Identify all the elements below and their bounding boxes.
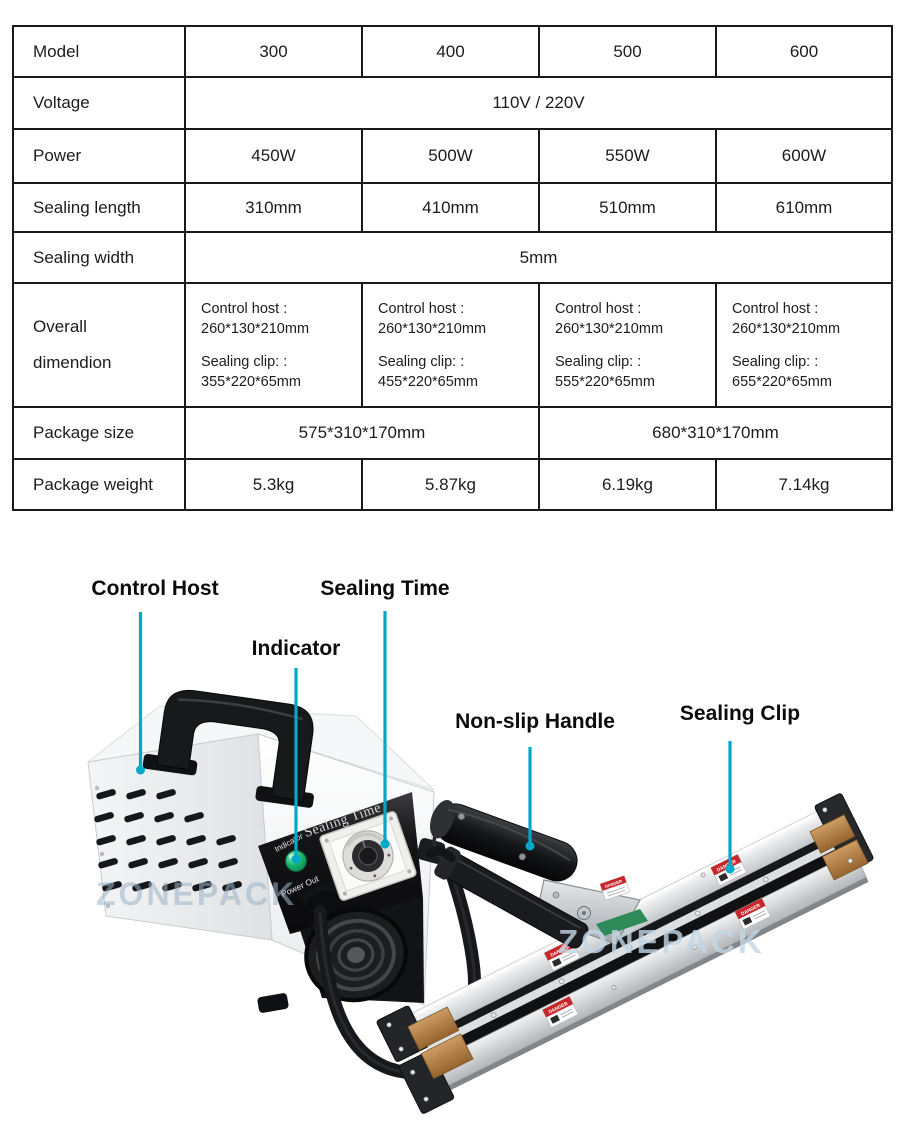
leader-dot <box>291 854 301 864</box>
non-slip-grip <box>429 799 578 882</box>
host-label: Control host : <box>201 300 288 317</box>
table-row-power: Power 450W 500W 550W 600W <box>12 128 893 184</box>
leader-dot <box>525 841 535 851</box>
bar-screws <box>386 807 853 1102</box>
package-weight-value: 5.3kg <box>184 458 363 511</box>
box-foot <box>257 993 289 1013</box>
row-label: Power <box>12 128 186 184</box>
row-label: Voltage <box>12 76 186 130</box>
sealing-length-value: 410mm <box>361 182 540 233</box>
row-label: Package size <box>12 406 186 460</box>
screw-icon <box>105 903 111 909</box>
clip-value: 555*220*65mm <box>555 373 655 390</box>
vent-slots <box>94 789 242 892</box>
screw-icon <box>94 785 100 791</box>
row-label: Sealing width <box>12 231 186 284</box>
package-size-value: 680*310*170mm <box>538 406 893 460</box>
handle-cable <box>425 846 456 863</box>
bracket-screw <box>552 891 560 899</box>
package-size-value: 575*310*170mm <box>184 406 540 460</box>
callout-indicator: Indicator <box>251 637 341 660</box>
table-row-package-weight: Package weight 5.3kg 5.87kg 6.19kg 7.14k… <box>12 458 893 511</box>
sealing-time-dial <box>319 811 417 901</box>
clip-value: 455*220*65mm <box>378 373 478 390</box>
table-row-overall-dimension: Overall dimendion Control host : 260*130*… <box>12 282 893 408</box>
danger-sticker: DANGER <box>541 995 579 1029</box>
callout-non-slip-handle: Non-slip Handle <box>455 710 615 733</box>
watermark-text: ZONEPACK <box>558 923 765 960</box>
package-weight-value: 6.19kg <box>538 458 717 511</box>
table-row-package-size: Package size 575*310*170mm 680*310*170mm <box>12 406 893 460</box>
screw-icon <box>99 851 105 857</box>
clip-label: Sealing clip: : <box>732 353 819 370</box>
sealing-clip-assembly: DANGER DANGER DANGER <box>376 793 874 1114</box>
voltage-value: 110V / 220V <box>184 76 893 130</box>
carry-handle <box>142 689 314 808</box>
clip-label: Sealing clip: : <box>201 353 288 370</box>
host-label: Control host : <box>732 300 819 317</box>
danger-sticker: DANGER <box>599 875 631 901</box>
sealing-length-value: 610mm <box>715 182 893 233</box>
callout-sealing-clip: Sealing Clip <box>679 702 801 725</box>
callout-dots <box>136 765 735 874</box>
clip-value: 655*220*65mm <box>732 373 832 390</box>
bracket-green-part <box>596 909 648 936</box>
callout-sealing-time: Sealing Time <box>320 577 450 600</box>
sealing-length-value: 310mm <box>184 182 363 233</box>
copper-hinge <box>420 1033 474 1080</box>
package-weight-value: 7.14kg <box>715 458 893 511</box>
leader-dot <box>136 765 145 775</box>
sealing-length-value: 510mm <box>538 182 717 233</box>
model-value: 500 <box>538 25 717 78</box>
svg-text:DANGER: DANGER <box>604 878 622 888</box>
callout-lines <box>138 611 732 868</box>
host-value: 260*130*210mm <box>555 320 664 337</box>
table-row-model: Model 300 400 500 600 <box>12 25 893 78</box>
sealing-width-value: 5mm <box>184 231 893 284</box>
table-row-voltage: Voltage 110V / 220V <box>12 76 893 130</box>
row-label: Overall dimendion <box>12 282 186 408</box>
dimension-cell: Control host : 260*130*210mm Sealing clip… <box>184 282 363 408</box>
leader-dot <box>380 839 390 849</box>
danger-sticker: DANGER <box>734 897 772 931</box>
host-label: Control host : <box>555 300 642 317</box>
package-weight-value: 5.87kg <box>361 458 540 511</box>
row-label: Sealing length <box>12 182 186 233</box>
copper-hinge <box>809 814 856 854</box>
callout-control-host: Control Host <box>91 577 219 600</box>
row-label: Package weight <box>12 458 186 511</box>
dimension-cell: Control host : 260*130*210mm Sealing clip… <box>538 282 717 408</box>
clip-label: Sealing clip: : <box>378 353 465 370</box>
model-value: 600 <box>715 25 893 78</box>
copper-hinge <box>407 1006 460 1051</box>
clip-value: 355*220*65mm <box>201 373 301 390</box>
model-value: 400 <box>361 25 540 78</box>
host-label: Control host : <box>378 300 465 317</box>
dimension-cell: Control host : 260*130*210mm Sealing clip… <box>361 282 540 408</box>
row-label-line: dimendion <box>33 353 112 372</box>
clip-label: Sealing clip: : <box>555 353 642 370</box>
control-host-unit: Sealing Time Indicator Power Out <box>87 689 482 1080</box>
sealing-clip-bars: DANGER DANGER DANGER <box>376 793 874 1114</box>
power-value: 550W <box>538 128 717 184</box>
spec-table: Model 300 400 500 600 Voltage 110V / 220… <box>12 25 893 511</box>
host-value: 260*130*210mm <box>732 320 841 337</box>
watermark-text: ZONEPACK <box>96 876 297 912</box>
host-value: 260*130*210mm <box>378 320 487 337</box>
row-label: Model <box>12 25 186 78</box>
copper-hinge <box>822 839 869 881</box>
host-value: 260*130*210mm <box>201 320 310 337</box>
power-value: 500W <box>361 128 540 184</box>
table-row-sealing-length: Sealing length 310mm 410mm 510mm 610mm <box>12 182 893 233</box>
bracket-screw-center <box>582 911 586 915</box>
leader-dot <box>725 864 735 874</box>
power-value: 450W <box>184 128 363 184</box>
row-label-line: Overall <box>33 317 87 336</box>
table-row-sealing-width: Sealing width 5mm <box>12 231 893 284</box>
power-value: 600W <box>715 128 893 184</box>
dimension-cell: Control host : 260*130*210mm Sealing clip… <box>715 282 893 408</box>
model-value: 300 <box>184 25 363 78</box>
